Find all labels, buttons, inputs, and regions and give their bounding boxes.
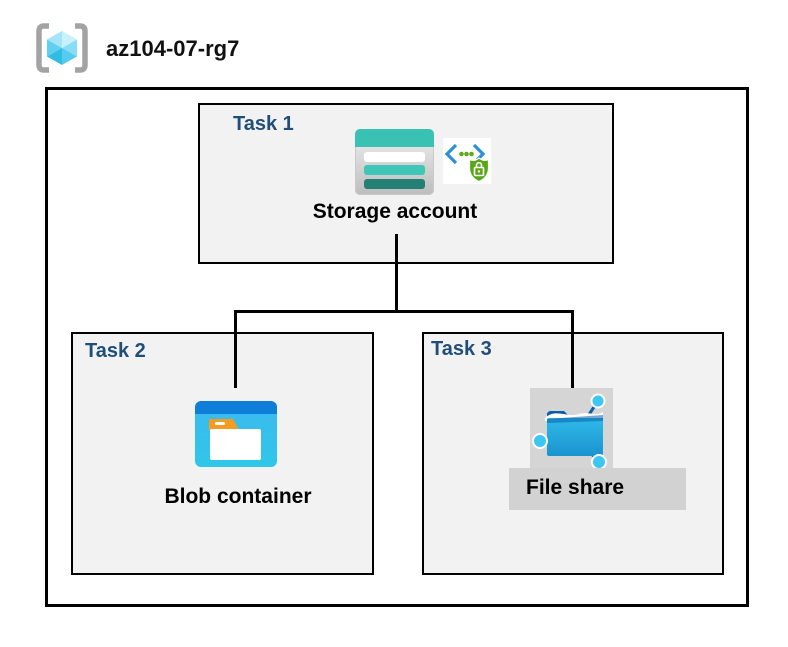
blob-icon-tab-dash	[215, 422, 225, 425]
connector-to-fileshare	[571, 310, 574, 388]
blob-icon-folder	[210, 429, 261, 460]
task2-box: Task 2 Blob container	[71, 332, 374, 575]
task3-box: Task 3	[422, 332, 724, 575]
storage-account-icon	[355, 129, 434, 195]
resource-group-icon	[36, 23, 88, 73]
file-share-label: File share	[526, 476, 625, 499]
task1-box: Task 1 Storage account	[198, 103, 614, 264]
connector-to-blob	[234, 310, 237, 388]
storage-icon-bar-dark	[364, 179, 425, 189]
connector-horizontal	[234, 310, 574, 313]
blob-icon-title-bar	[195, 401, 277, 414]
file-share-icon	[532, 393, 607, 468]
file-share-icon-background	[530, 388, 613, 468]
storage-icon-bar-teal	[364, 165, 425, 175]
storage-icon-top-band	[355, 129, 434, 147]
storage-icon-bar-white	[364, 152, 425, 162]
resource-group-name: az104-07-rg7	[106, 36, 240, 61]
blob-container-label: Blob container	[164, 485, 312, 508]
secure-endpoint-icon	[443, 138, 491, 184]
blob-container-icon	[195, 401, 277, 467]
task3-label: Task 3	[431, 338, 492, 360]
storage-account-label: Storage account	[312, 200, 478, 223]
task1-label: Task 1	[233, 113, 294, 135]
task2-label: Task 2	[85, 340, 146, 362]
file-share-label-badge: File share	[509, 468, 686, 510]
connector-storage-trunk	[395, 234, 398, 312]
